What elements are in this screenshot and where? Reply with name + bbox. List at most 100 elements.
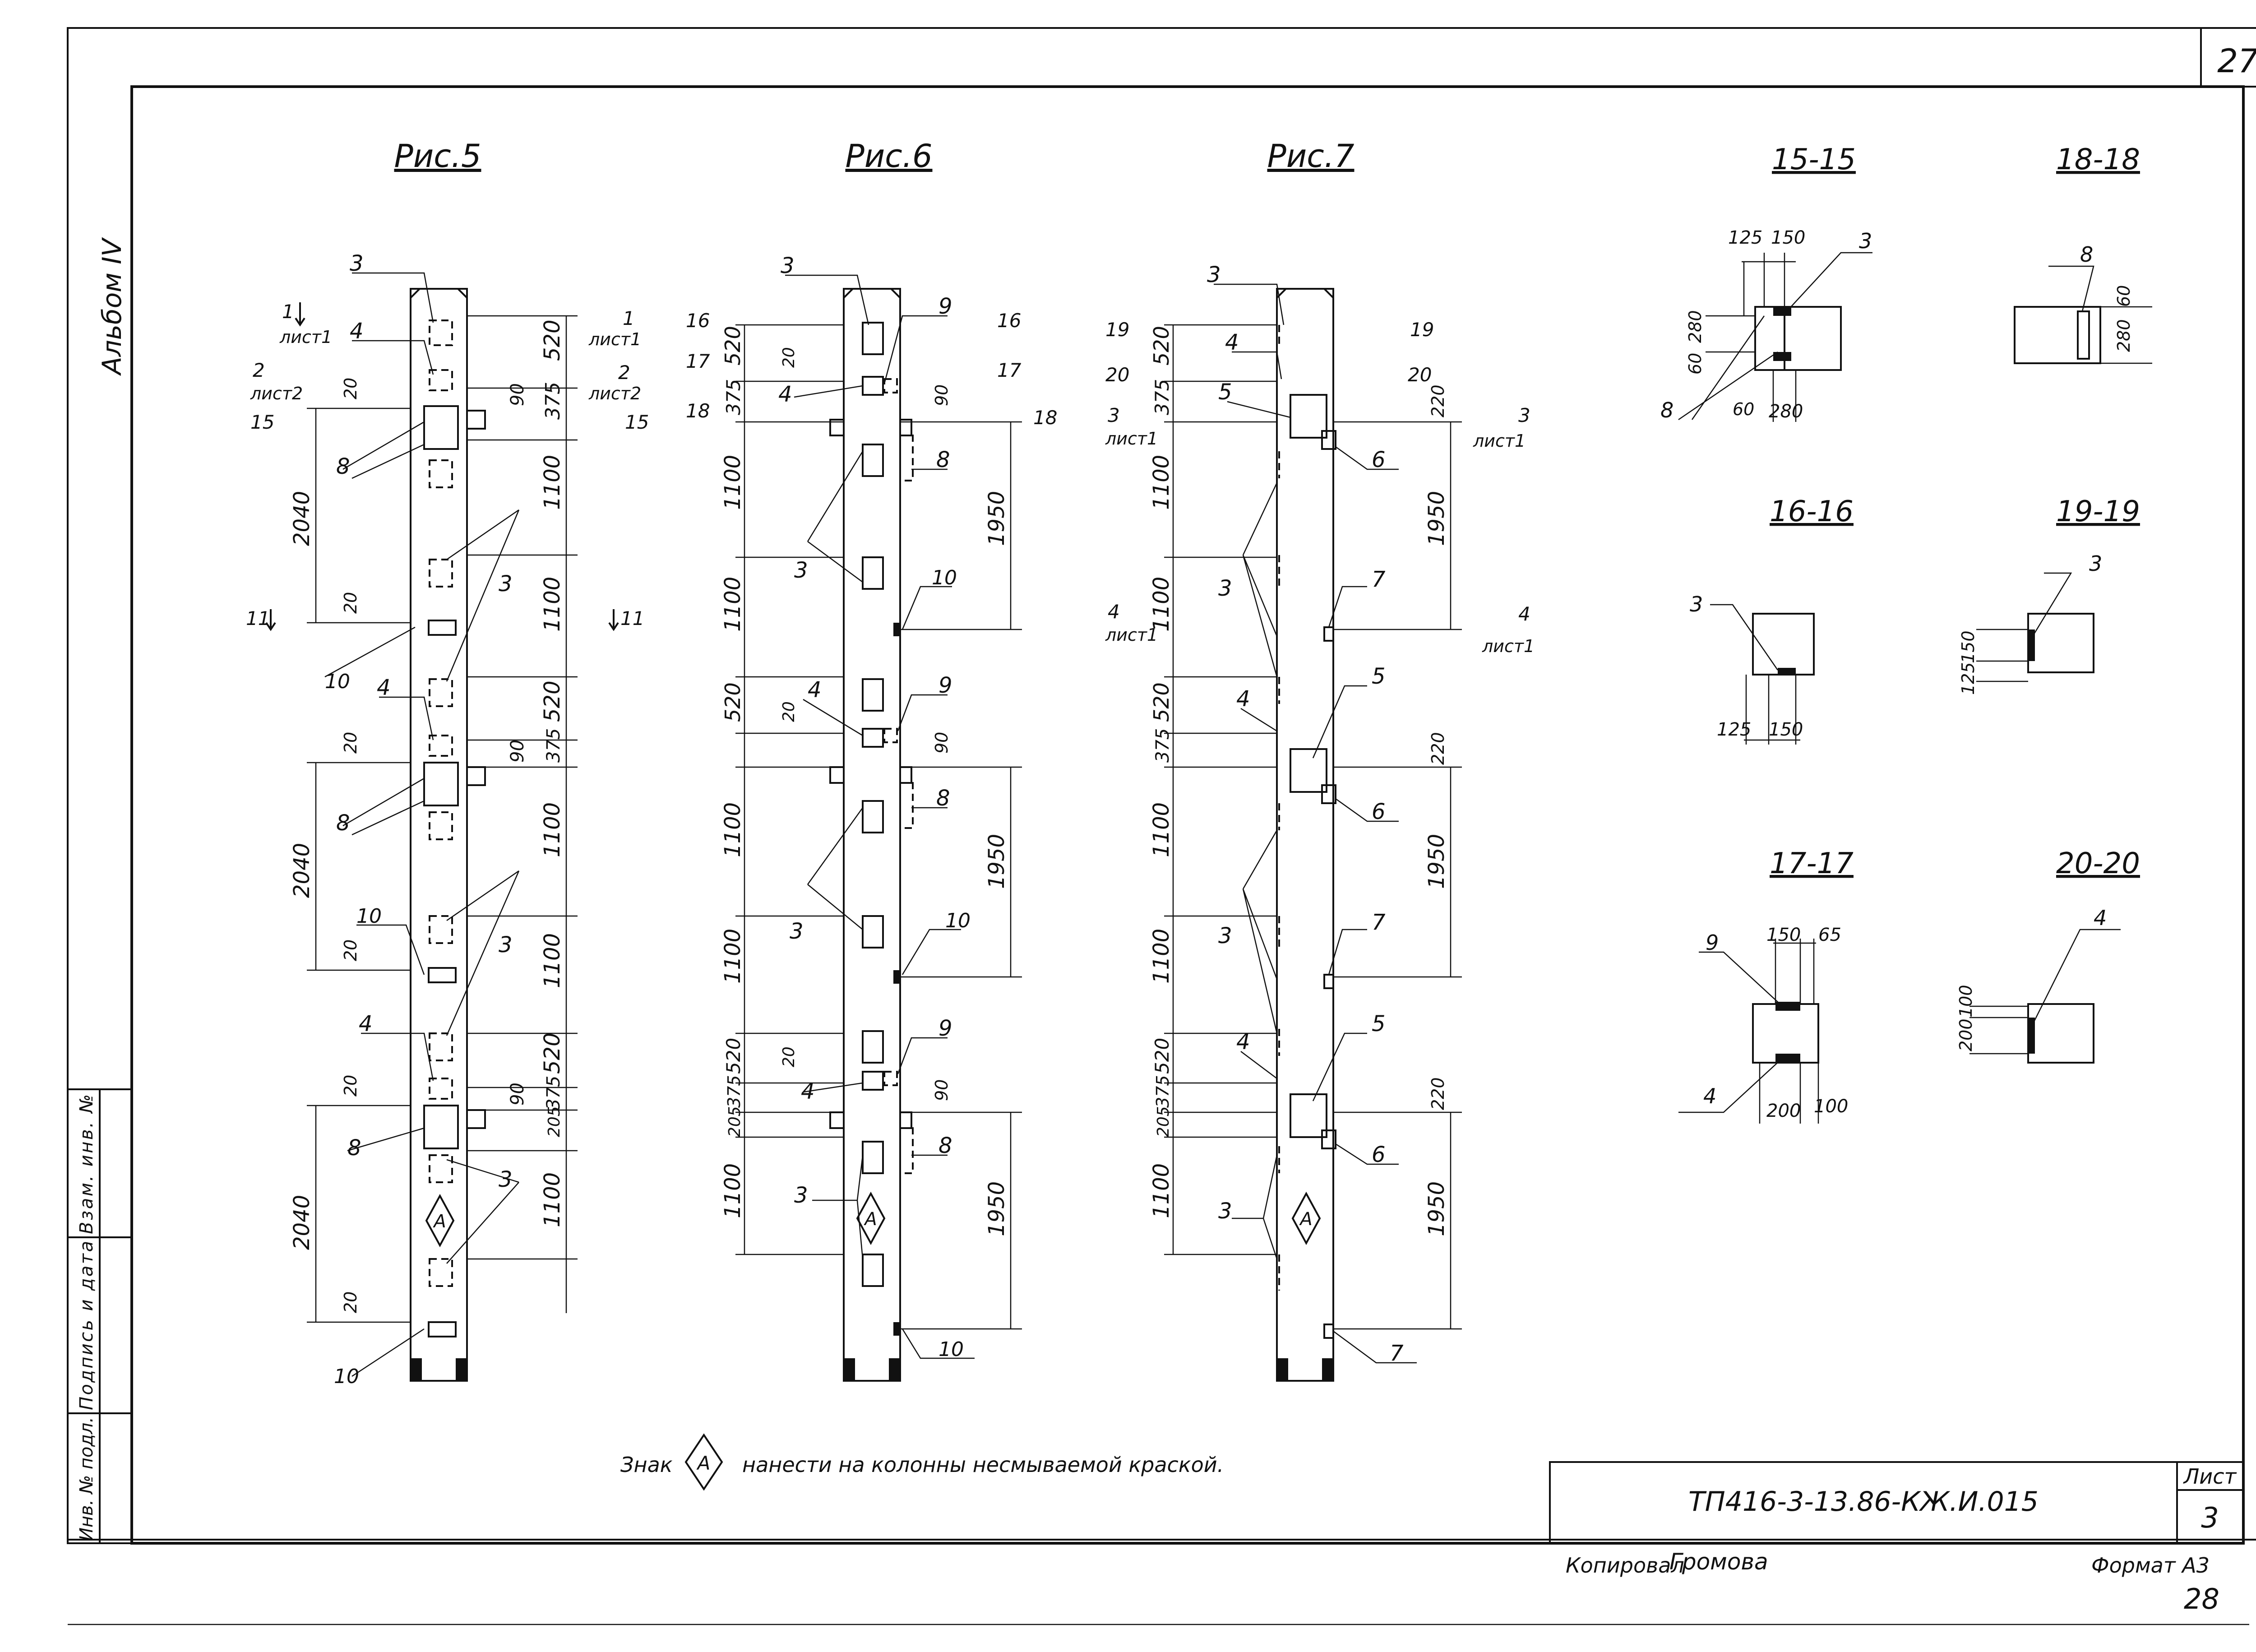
svg-text:3: 3 — [2089, 551, 2102, 576]
svg-text:520: 520 — [1149, 326, 1174, 366]
svg-text:10: 10 — [938, 1338, 964, 1361]
svg-text:6: 6 — [1372, 1142, 1386, 1167]
svg-text:375: 375 — [724, 1075, 744, 1108]
svg-text:520: 520 — [540, 1032, 565, 1074]
svg-text:220: 220 — [1428, 1077, 1448, 1110]
svg-text:11: 11 — [620, 607, 644, 629]
svg-text:15: 15 — [250, 411, 274, 433]
format-label: Формат А3 — [2091, 1553, 2210, 1578]
svg-text:1100: 1100 — [720, 802, 745, 857]
svg-text:10: 10 — [325, 670, 350, 693]
section-18-18: 18-18 8 60 280 — [2014, 143, 2152, 364]
svg-text:6: 6 — [1372, 799, 1386, 824]
title-block — [1549, 1461, 2244, 1544]
svg-text:3: 3 — [794, 558, 808, 583]
svg-text:3: 3 — [1690, 592, 1703, 616]
list-label: Лист — [2183, 1464, 2237, 1489]
svg-text:125: 125 — [1958, 662, 1978, 695]
svg-text:520: 520 — [540, 319, 565, 361]
svg-text:10: 10 — [932, 566, 957, 589]
svg-text:1100: 1100 — [1149, 802, 1174, 857]
svg-text:205: 205 — [726, 1106, 744, 1137]
svg-text:3: 3 — [1218, 923, 1232, 949]
svg-text:520: 520 — [540, 680, 565, 722]
svg-text:1100: 1100 — [540, 933, 565, 988]
svg-text:3: 3 — [499, 932, 513, 958]
svg-text:1100: 1100 — [540, 1172, 565, 1227]
svg-text:9: 9 — [938, 673, 952, 698]
svg-text:8: 8 — [2080, 242, 2093, 267]
svg-text:4: 4 — [1225, 330, 1239, 355]
svg-text:1100: 1100 — [1149, 929, 1174, 984]
svg-text:100: 100 — [1814, 1096, 1848, 1117]
fig6-title: Рис.6 — [846, 138, 933, 175]
svg-text:280: 280 — [1769, 401, 1803, 422]
svg-text:20: 20 — [1408, 364, 1432, 386]
svg-text:3: 3 — [1207, 262, 1221, 287]
svg-text:5: 5 — [1372, 664, 1386, 689]
svg-text:10: 10 — [945, 909, 971, 932]
section-17-17: 17-17 150 65 9 4 200 100 — [1678, 847, 1854, 1124]
svg-text:65: 65 — [1818, 925, 1841, 945]
svg-text:7: 7 — [1372, 910, 1386, 935]
svg-text:220: 220 — [1428, 384, 1448, 417]
inner-frame — [130, 85, 2245, 1545]
svg-text:150: 150 — [1766, 925, 1801, 945]
svg-text:4: 4 — [1518, 603, 1530, 625]
svg-text:лист1: лист1 — [279, 327, 332, 347]
svg-text:280: 280 — [1685, 310, 1705, 343]
svg-text:90: 90 — [507, 740, 528, 763]
svg-text:375: 375 — [1153, 1075, 1173, 1108]
svg-text:20: 20 — [341, 592, 361, 614]
svg-text:90: 90 — [932, 384, 952, 406]
stamp-podpis-data: Подпись и дата — [76, 1241, 97, 1410]
svg-text:1100: 1100 — [1149, 577, 1174, 632]
svg-text:7: 7 — [1390, 1341, 1404, 1366]
svg-text:1100: 1100 — [540, 577, 565, 632]
svg-text:520: 520 — [721, 326, 745, 366]
svg-text:375: 375 — [1152, 728, 1173, 763]
svg-text:20: 20 — [341, 732, 361, 754]
figure-7-column: А 520 375 1100 1100 520 375 1100 1100 52… — [1105, 262, 1535, 1382]
figure-6-column: А 520 375 1100 1100 520 1100 1100 520 37… — [686, 253, 1057, 1382]
mark-a-symbol: А — [684, 1433, 723, 1491]
svg-text:1: 1 — [623, 307, 635, 329]
section-16-16: 16-16 3 125 150 — [1690, 495, 1854, 745]
svg-text:3: 3 — [790, 919, 804, 944]
svg-text:10: 10 — [334, 1365, 359, 1388]
figure-5-column: А 520 375 1100 1100 520 375 1100 1100 52… — [246, 251, 649, 1388]
svg-text:2: 2 — [253, 359, 265, 381]
svg-text:2: 2 — [618, 361, 630, 384]
outer-frame — [67, 27, 2256, 1541]
svg-text:лист1: лист1 — [1473, 431, 1526, 451]
svg-text:18: 18 — [1033, 407, 1057, 429]
svg-text:17-17: 17-17 — [1770, 847, 1854, 880]
svg-text:205: 205 — [1154, 1106, 1173, 1137]
svg-text:1950: 1950 — [984, 1181, 1009, 1236]
svg-text:1950: 1950 — [984, 491, 1009, 546]
svg-text:4: 4 — [377, 675, 391, 700]
svg-text:9: 9 — [938, 1016, 952, 1041]
svg-text:лист1: лист1 — [1105, 429, 1158, 449]
svg-text:150: 150 — [1771, 227, 1805, 248]
list-number: 3 — [2201, 1501, 2219, 1534]
svg-text:4: 4 — [1236, 686, 1250, 712]
svg-text:А: А — [696, 1452, 711, 1474]
svg-text:20: 20 — [780, 1046, 798, 1067]
svg-text:15: 15 — [625, 411, 649, 433]
svg-text:1100: 1100 — [1149, 455, 1174, 510]
svg-text:4: 4 — [778, 382, 792, 407]
svg-text:60: 60 — [2114, 285, 2134, 307]
svg-text:лист2: лист2 — [588, 384, 641, 403]
note-prefix: Знак — [620, 1453, 673, 1477]
svg-text:3: 3 — [499, 571, 513, 597]
svg-text:8: 8 — [936, 447, 950, 472]
svg-text:8: 8 — [936, 786, 950, 811]
svg-text:90: 90 — [507, 1083, 528, 1106]
fig7-title: Рис.7 — [1267, 138, 1355, 175]
svg-text:2040: 2040 — [289, 843, 314, 898]
svg-text:1100: 1100 — [540, 802, 565, 857]
svg-text:5: 5 — [1372, 1011, 1386, 1037]
svg-text:3: 3 — [1859, 229, 1872, 253]
